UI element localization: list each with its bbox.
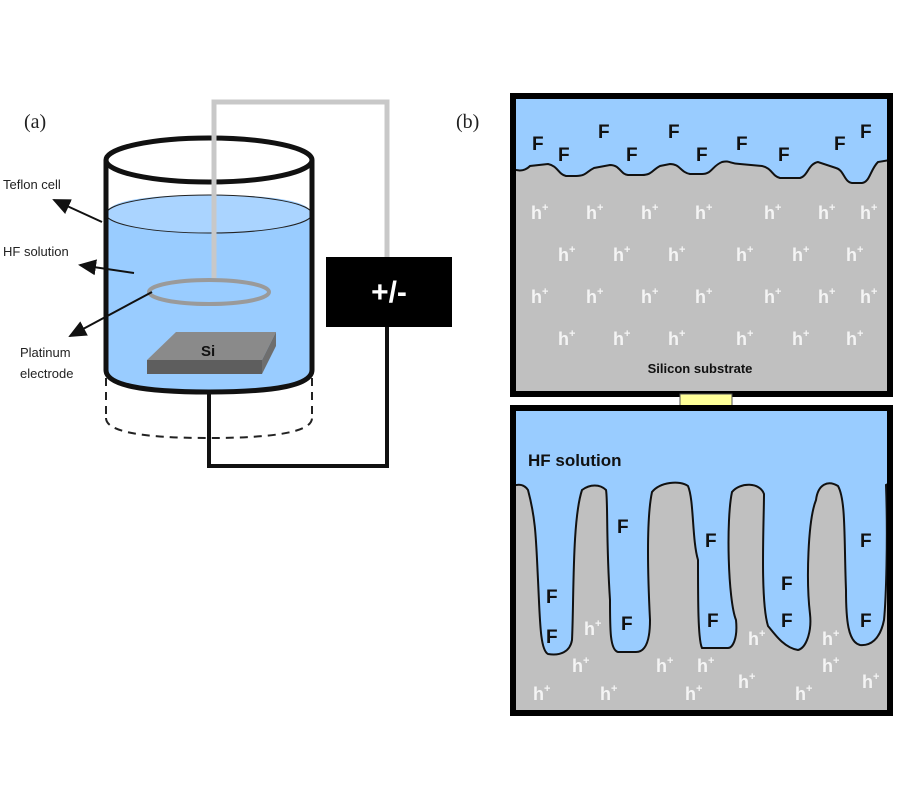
bottom-solution [512, 407, 891, 656]
fluoride-ion: F [705, 531, 717, 552]
panel-a-label: (a) [24, 111, 46, 133]
fluoride-ion: F [621, 614, 633, 635]
hf-solution-label: HF solution [528, 451, 621, 470]
bottom-fluoride-ions: F F F F F F F F F F [546, 517, 872, 648]
teflon-arrow-icon [52, 199, 103, 223]
wire-black [207, 326, 389, 468]
top-solution [512, 95, 891, 184]
fluoride-ion: F [626, 145, 638, 166]
fluoride-ion: F [668, 122, 680, 143]
power-supply: +/- [326, 257, 452, 327]
callout-platinum-1: Platinum [20, 345, 71, 360]
fluoride-ion: F [532, 134, 544, 155]
si-sample: Si [147, 332, 276, 374]
fluoride-ion: F [781, 611, 793, 632]
panel-b-top: F F F F F F F F F F h+h+h+h+h+h+h+h+h+h+… [510, 93, 893, 397]
fluoride-ion: F [546, 627, 558, 648]
fluoride-ion: F [781, 574, 793, 595]
si-label: Si [201, 343, 215, 360]
fluoride-ion: F [696, 145, 708, 166]
fluoride-ion: F [778, 145, 790, 166]
callout-hf-solution: HF solution [3, 244, 69, 259]
wire-gray [211, 99, 390, 278]
fluoride-ion: F [617, 517, 629, 538]
fluoride-ion: F [736, 134, 748, 155]
top-fluoride-ions: F F F F F F F F F F [532, 122, 872, 166]
fluoride-ion: F [860, 611, 872, 632]
platinum-electrode [147, 278, 271, 306]
liquid-surface [105, 194, 313, 234]
fluoride-ion: F [860, 531, 872, 552]
hf-arrow-icon [78, 259, 135, 276]
fluoride-ion: F [546, 587, 558, 608]
panel-b-label: (b) [456, 111, 479, 133]
fluoride-ion: F [558, 145, 570, 166]
silicon-substrate-caption: Silicon substrate [648, 361, 753, 376]
platinum-arrow-icon [68, 291, 153, 337]
callout-teflon-cell: Teflon cell [3, 177, 61, 192]
power-label: +/- [371, 276, 407, 309]
panel-b: (b) F F F F F F F F F F h+h+h+h+h+h+h+h+… [456, 93, 893, 716]
panel-b-bottom: HF solution F F F F F F F F F F h+h+h+h+… [510, 405, 893, 716]
fluoride-ion: F [598, 122, 610, 143]
fluoride-ion: F [707, 611, 719, 632]
callout-platinum-2: electrode [20, 366, 73, 381]
fluoride-ion: F [834, 134, 846, 155]
fluoride-ion: F [860, 122, 872, 143]
panel-a: (a) Si [3, 99, 452, 468]
